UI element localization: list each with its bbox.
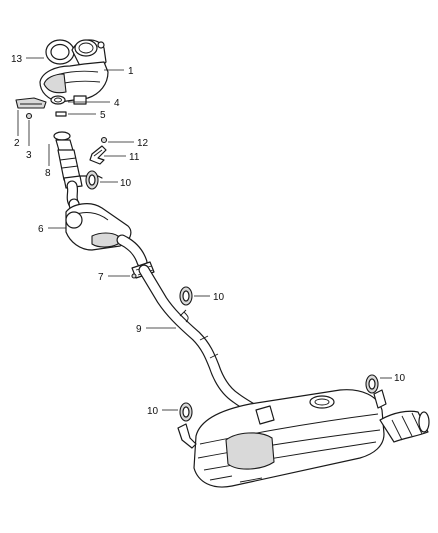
muffler bbox=[177, 389, 387, 488]
front-pipe-8 bbox=[53, 131, 83, 210]
callout-3: 3 bbox=[26, 150, 32, 161]
callout-2: 2 bbox=[14, 138, 20, 149]
heat-shield-2 bbox=[15, 97, 47, 109]
callout-10-d: 10 bbox=[394, 373, 406, 384]
nut-12 bbox=[100, 136, 108, 144]
callout-10-b: 10 bbox=[213, 292, 225, 303]
callout-9: 9 bbox=[136, 324, 142, 335]
bracket-11 bbox=[89, 145, 107, 165]
callout-5: 5 bbox=[100, 110, 106, 121]
isolator-10-b bbox=[179, 286, 193, 306]
gasket-13 bbox=[45, 39, 75, 65]
callout-8: 8 bbox=[45, 168, 51, 179]
callout-labels: 13 1 4 5 2 3 8 12 11 10 6 7 10 9 10 10 bbox=[11, 54, 406, 417]
callout-7: 7 bbox=[98, 272, 104, 283]
intermediate-pipe-9 bbox=[138, 264, 264, 418]
callout-12: 12 bbox=[137, 138, 149, 149]
catalytic-converter-1 bbox=[39, 39, 109, 105]
gasket-4 bbox=[50, 95, 66, 105]
resonator-6 bbox=[65, 198, 148, 268]
callout-4: 4 bbox=[114, 98, 120, 109]
callout-6: 6 bbox=[38, 224, 44, 235]
callout-10-c: 10 bbox=[147, 406, 159, 417]
isolator-10-d bbox=[365, 374, 379, 394]
nut-3 bbox=[25, 112, 33, 120]
callout-10-a: 10 bbox=[120, 178, 132, 189]
isolator-10-a bbox=[79, 170, 103, 190]
isolator-10-c bbox=[179, 402, 193, 422]
callout-1: 1 bbox=[128, 66, 134, 77]
callout-13: 13 bbox=[11, 54, 23, 65]
leader-lines bbox=[17, 57, 392, 411]
callout-11: 11 bbox=[129, 152, 140, 163]
bolt-5 bbox=[55, 111, 67, 117]
tail-pipe bbox=[379, 410, 430, 443]
